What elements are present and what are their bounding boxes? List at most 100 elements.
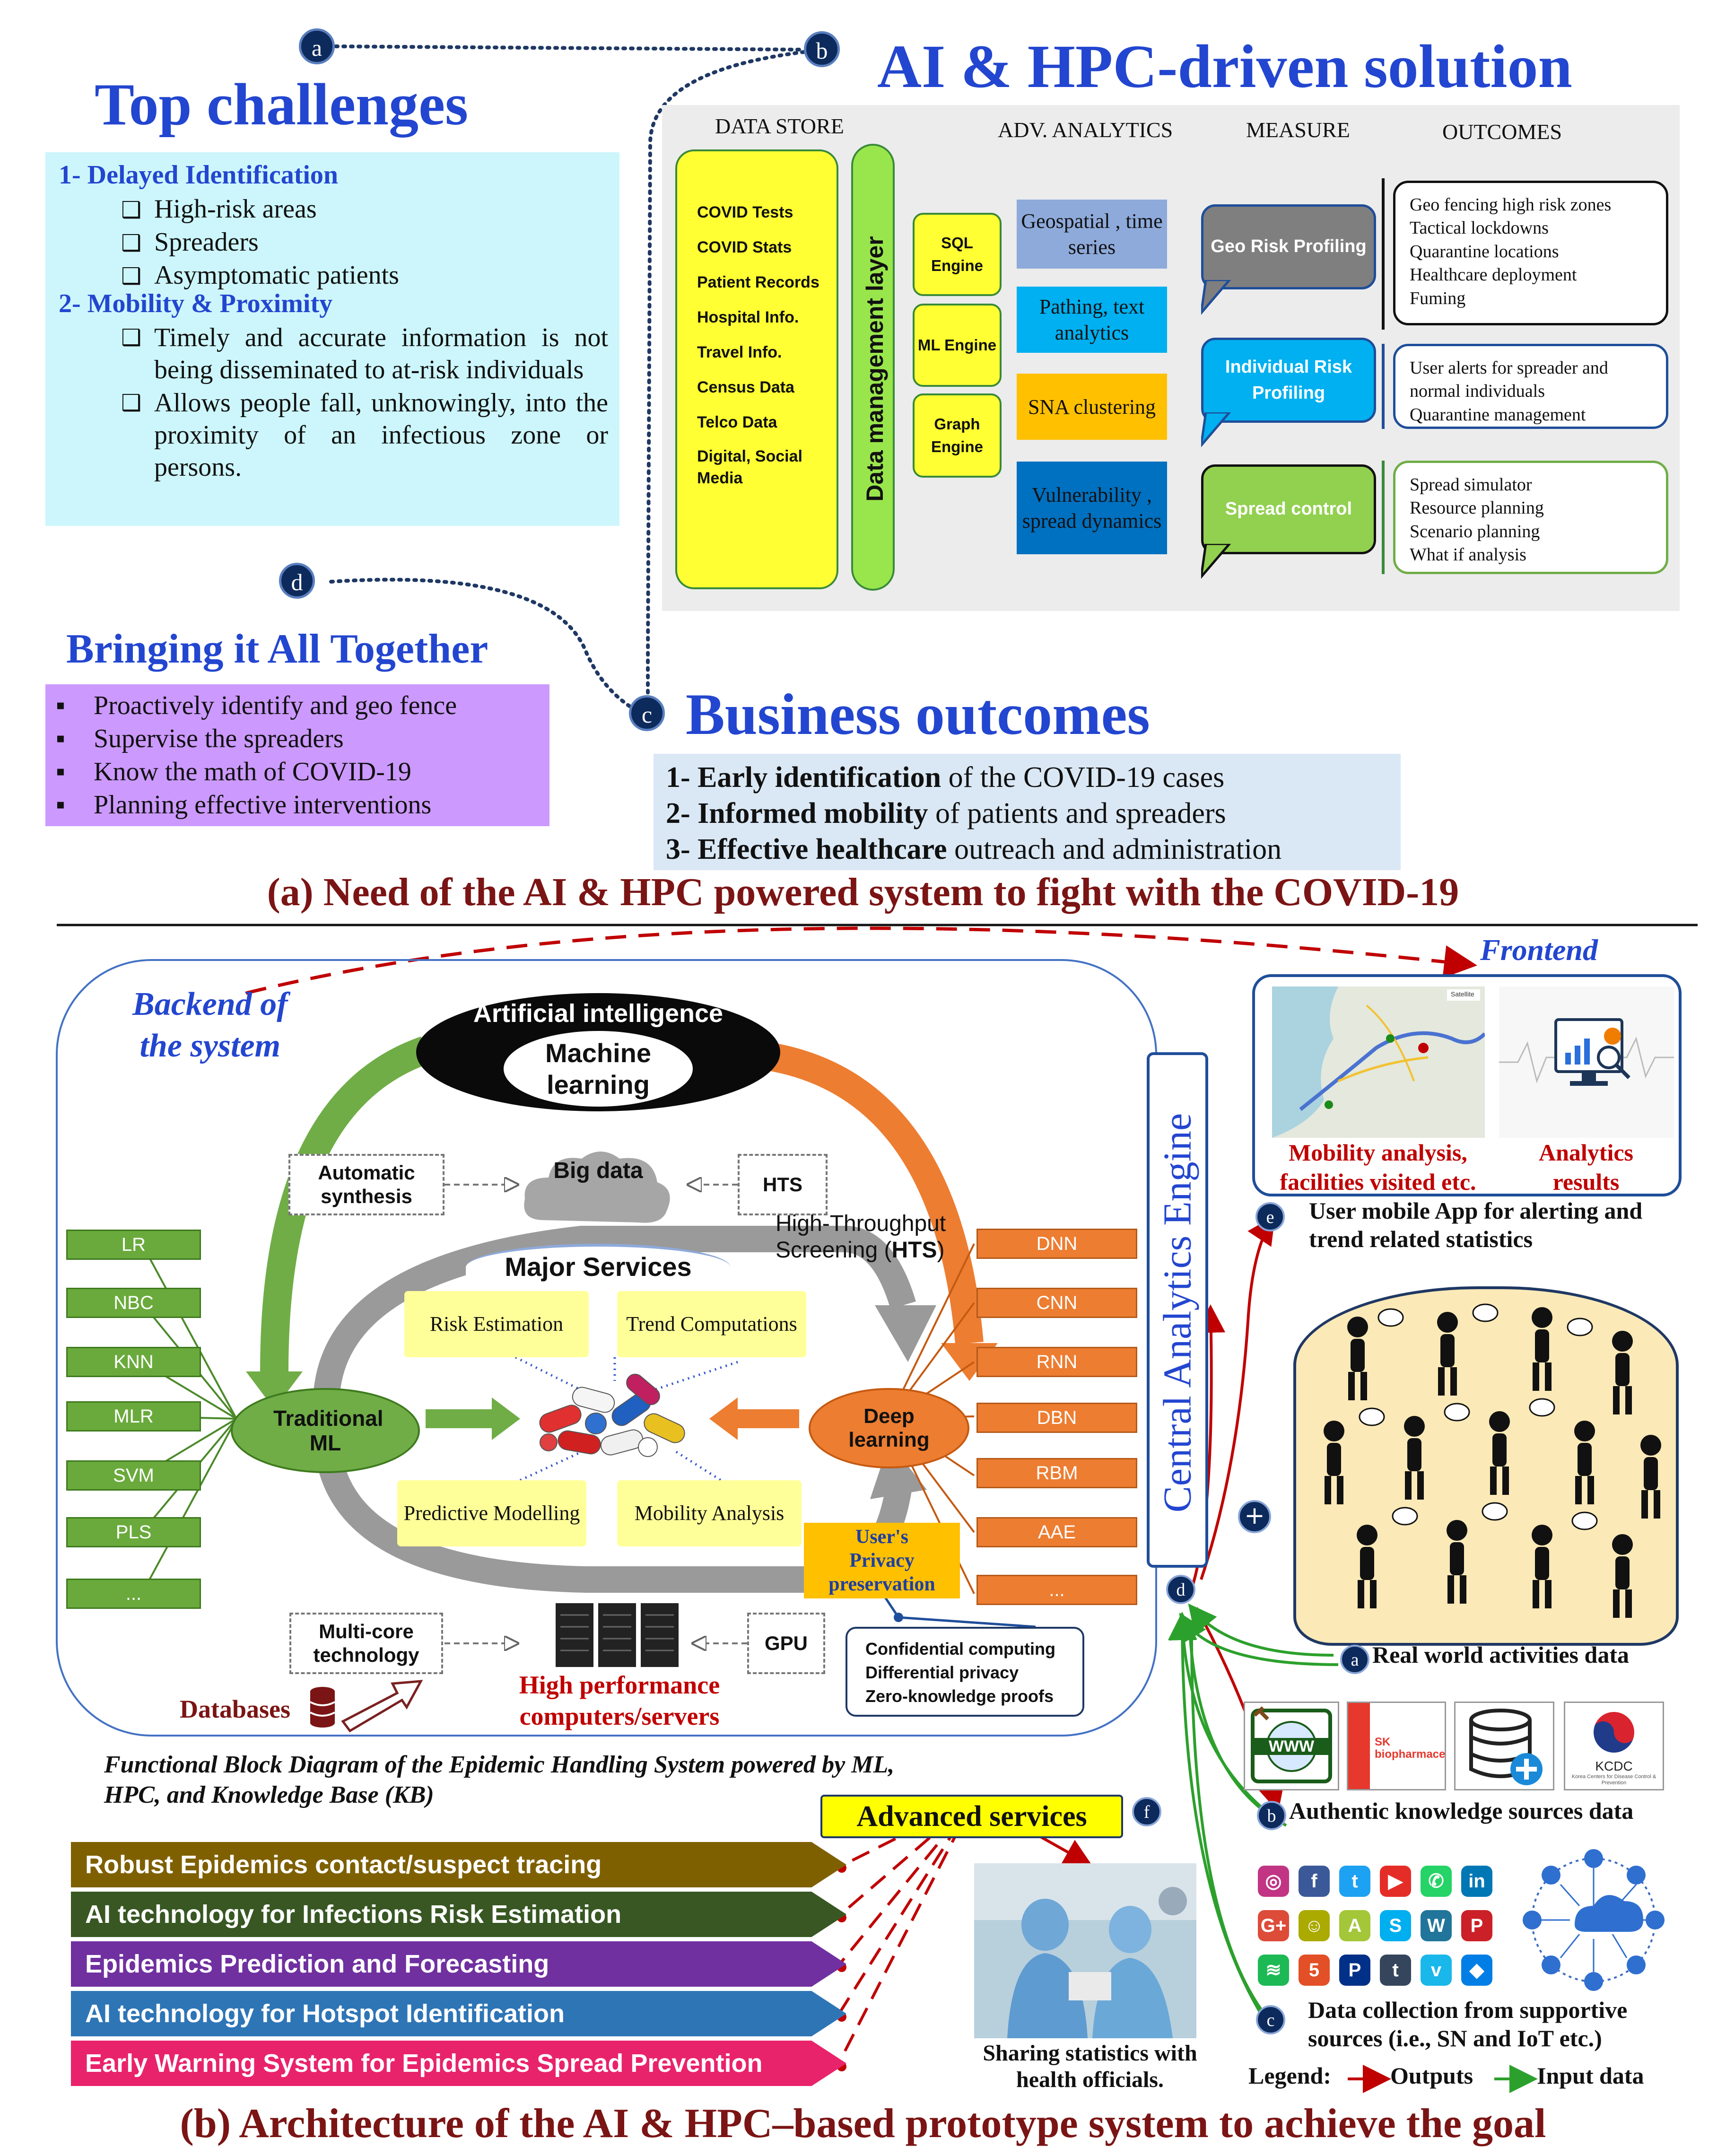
database-plus-logo: [1454, 1702, 1554, 1790]
analytics-image: [1499, 986, 1674, 1138]
kb-input-arrow: [1168, 1612, 1273, 1817]
service-predictive-modelling: Predictive Modelling: [397, 1480, 586, 1546]
sk-logo-stripe: [1348, 1703, 1370, 1789]
ai-ellipse: Artificial intelligence Machine learning: [416, 993, 780, 1111]
fbd-caption: Functional Block Diagram of the Epidemic…: [104, 1751, 895, 1808]
privacy-technique: Differential privacy: [865, 1663, 1019, 1682]
caption-b: (b) Architecture of the AI & HPC–based p…: [180, 2101, 1546, 2147]
hts-description-line: Screening (HTS): [776, 1238, 945, 1263]
header-adv-analytics: ADV. ANALYTICS: [998, 118, 1173, 142]
data-store-item: COVID Tests: [697, 203, 793, 221]
databases-label: Databases: [180, 1695, 291, 1723]
frontend-panel: Satellite Mobility analysis, facilities …: [1252, 974, 1682, 1196]
advanced-service-item: Epidemics Prediction and Forecasting: [71, 1941, 846, 1987]
sk-logo: SK biopharmaceuticals: [1347, 1702, 1446, 1790]
badge-f: f: [1132, 1797, 1161, 1826]
traditional-ml-label: Traditional ML: [273, 1406, 384, 1455]
www-logo: WWW: [1244, 1702, 1339, 1790]
challenge-sub-item: ❑Allows people fall, unknowingly, into t…: [121, 388, 608, 482]
instagram-icon: ◎: [1258, 1866, 1289, 1897]
data-store-item: Patient Records: [697, 273, 819, 291]
outcome-bar: [1382, 461, 1385, 574]
backend-label-line: Backend of: [132, 986, 288, 1022]
header-outcomes: OUTCOMES: [1442, 120, 1562, 144]
data-store-item: Travel Info.: [697, 343, 782, 361]
measure-geo-risk: Geo Risk Profiling: [1201, 204, 1376, 289]
algo-svm: SVM: [66, 1460, 201, 1491]
android-icon: A: [1339, 1910, 1370, 1941]
data-store-item: COVID Stats: [697, 238, 792, 256]
www-globe-icon: [1251, 1706, 1332, 1783]
linkedin-icon: in: [1461, 1866, 1492, 1897]
whatsapp-icon: ✆: [1421, 1866, 1452, 1897]
algo-knn: KNN: [66, 1347, 201, 1377]
badge-a: a: [299, 28, 335, 64]
ml-label: Machine learning: [504, 1031, 693, 1107]
hts-description: High-Throughput Screening (HTS): [776, 1211, 946, 1264]
ml-engine: ML Engine: [913, 304, 1002, 387]
twitter-icon: t: [1339, 1866, 1370, 1897]
data-store-item: Hospital Info.: [697, 308, 799, 326]
paypal-icon: P: [1339, 1955, 1370, 1986]
crowd-image: [1293, 1286, 1679, 1646]
bubble-tail: [1201, 544, 1231, 579]
database-icon: [310, 1687, 335, 1728]
health-officials-illustration: [974, 1863, 1196, 2038]
challenge-sub-item: ❑Asymptomatic patients: [121, 261, 399, 290]
challenge-1-subitems: ❑High-risk areas ❑Spreaders ❑Asymptomati…: [121, 193, 399, 292]
privacy-technique: Zero-knowledge proofs: [865, 1686, 1054, 1706]
tumblr-icon: t: [1380, 1955, 1411, 1986]
challenge-sub-item: ❑Timely and accurate information is not …: [121, 323, 608, 384]
header-measure: MEASURE: [1246, 118, 1350, 142]
caption-a: (a) Need of the AI & HPC powered system …: [267, 870, 1459, 914]
deep-learning-ellipse: Deep learning: [809, 1388, 969, 1468]
bubble-tail: [1201, 280, 1231, 315]
youtube-icon: ▶: [1380, 1866, 1411, 1897]
hpc-label: High performance computers/servers: [519, 1671, 720, 1730]
gpu-box: GPU: [747, 1613, 825, 1674]
together-item: ▪Know the math of COVID-19: [56, 757, 411, 786]
analytics-pathing: Pathing, text analytics: [1017, 287, 1167, 353]
iot-network-icon: [1523, 1849, 1665, 1991]
major-services-label: Major Services: [466, 1244, 731, 1291]
wordpress-icon: W: [1421, 1910, 1452, 1941]
challenge-2-heading: 2- Mobility & Proximity: [59, 289, 333, 318]
measure-individual-risk: Individual Risk Profiling: [1201, 338, 1376, 423]
challenge-2-subitems: ❑Timely and accurate information is not …: [121, 322, 608, 483]
data-management-layer-label: Data management layer: [862, 236, 888, 502]
data-store-box: COVID Tests COVID Stats Patient Records …: [675, 149, 838, 589]
sharing-caption: Sharing statistics with health officials…: [983, 2041, 1197, 2092]
algo-rbm: RBM: [976, 1458, 1137, 1488]
analytics-vulnerability: Vulnerability , spread dynamics: [1017, 462, 1167, 554]
sk-logo-text: SK biopharmaceuticals: [1375, 1736, 1446, 1761]
legend-title: Legend:: [1248, 2062, 1331, 2089]
advanced-service-item: Robust Epidemics contact/suspect tracing: [71, 1842, 846, 1887]
badge-b-knowledge: b: [1257, 1801, 1286, 1830]
top-challenges-panel: 1- Delayed Identification ❑High-risk are…: [45, 152, 619, 526]
outcome-bar: [1382, 178, 1385, 330]
service-risk-estimation: Risk Estimation: [404, 1291, 589, 1357]
outcome-box-spread: Spread simulator Resource planning Scena…: [1393, 461, 1668, 574]
algo-mlr: MLR: [66, 1401, 201, 1432]
legend-outputs: Outputs: [1390, 2062, 1473, 2089]
real-world-label: Real world activities data: [1372, 1641, 1629, 1668]
analytics-caption: Analytics results: [1539, 1139, 1633, 1195]
multicore-box: Multi-core technology: [289, 1613, 443, 1674]
together-item: ▪Proactively identify and geo fence: [56, 691, 457, 720]
together-item: ▪Planning effective interventions: [56, 790, 432, 820]
dotted-link-a-b: [334, 44, 806, 52]
health-officials-photo: [974, 1863, 1196, 2038]
traditional-ml-ellipse: Traditional ML: [231, 1388, 420, 1473]
top-challenges-title: Top challenges: [95, 72, 469, 138]
hts-box: HTS: [738, 1154, 828, 1215]
together-title: Bringing it All Together: [66, 626, 488, 672]
google-plus-icon: G+: [1258, 1910, 1289, 1941]
frontend-label: Frontend: [1480, 933, 1598, 967]
spotify-icon: ≋: [1258, 1955, 1289, 1986]
privacy-technique: Confidential computing: [865, 1639, 1055, 1658]
www-logo-text: WWW: [1268, 1737, 1315, 1755]
advanced-service-item: AI technology for Infections Risk Estima…: [71, 1892, 846, 1937]
solution-title: AI & HPC-driven solution: [877, 33, 1572, 101]
measure-spread-control: Spread control: [1201, 464, 1376, 554]
map-route-icon: [1272, 986, 1485, 1138]
